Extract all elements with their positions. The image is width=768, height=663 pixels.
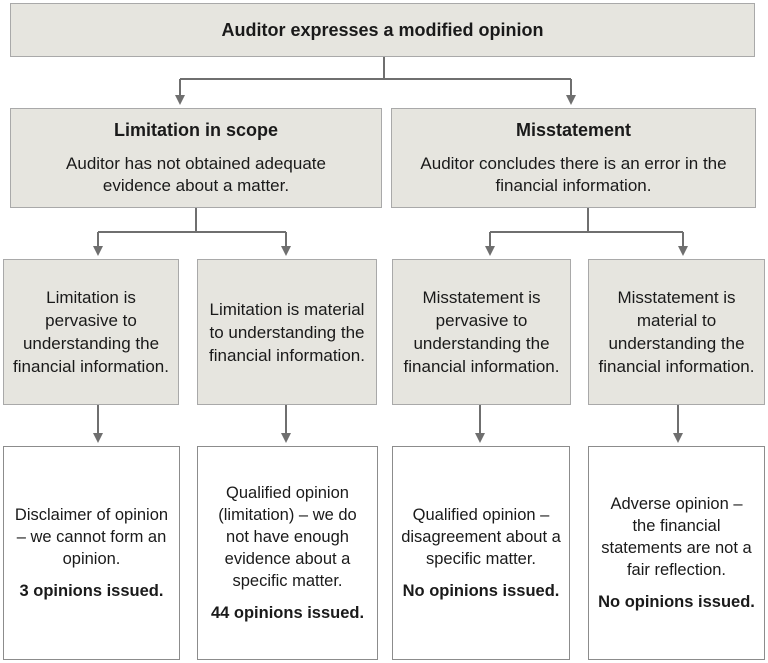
condition-text: Misstatement is pervasive to understandi… [403,288,560,376]
result-count: 44 opinions issued. [210,604,365,622]
condition-misstatement-material: Misstatement is material to understandin… [588,259,765,405]
result-qualified-limitation: Qualified opinion (limitation) – we do n… [197,446,378,660]
result-opinion: Qualified opinion – disagreement about a… [401,506,561,568]
result-qualified-disagreement: Qualified opinion – disagreement about a… [392,446,570,660]
root-node: Auditor expresses a modified opinion [10,3,755,57]
condition-misstatement-pervasive: Misstatement is pervasive to understandi… [392,259,571,405]
condition-text: Limitation is material to understanding … [209,299,365,365]
condition-text: Misstatement is material to understandin… [598,288,755,376]
category-title: Misstatement [515,119,632,140]
result-disclaimer: Disclaimer of opinion – we cannot form a… [3,446,180,660]
result-count: 3 opinions issued. [19,582,164,600]
result-count: No opinions issued. [402,582,560,600]
category-title: Limitation in scope [113,119,278,140]
root-label: Auditor expresses a modified opinion [221,19,544,40]
category-misstatement: Misstatement Auditor concludes there is … [391,108,756,208]
result-opinion: Disclaimer of opinion – we cannot form a… [14,506,169,568]
result-adverse: Adverse opinion – the financial statemen… [588,446,765,660]
result-opinion: Qualified opinion (limitation) – we do n… [218,484,357,590]
condition-limitation-material: Limitation is material to understanding … [197,259,377,405]
category-description: Auditor concludes there is an error in t… [420,153,727,195]
result-count: No opinions issued. [598,593,755,611]
category-description: Auditor has not obtained adequate eviden… [66,153,326,195]
category-limitation-in-scope: Limitation in scope Auditor has not obta… [10,108,382,208]
condition-limitation-pervasive: Limitation is pervasive to understanding… [3,259,179,405]
result-opinion: Adverse opinion – the financial statemen… [601,495,752,579]
condition-text: Limitation is pervasive to understanding… [13,288,169,376]
